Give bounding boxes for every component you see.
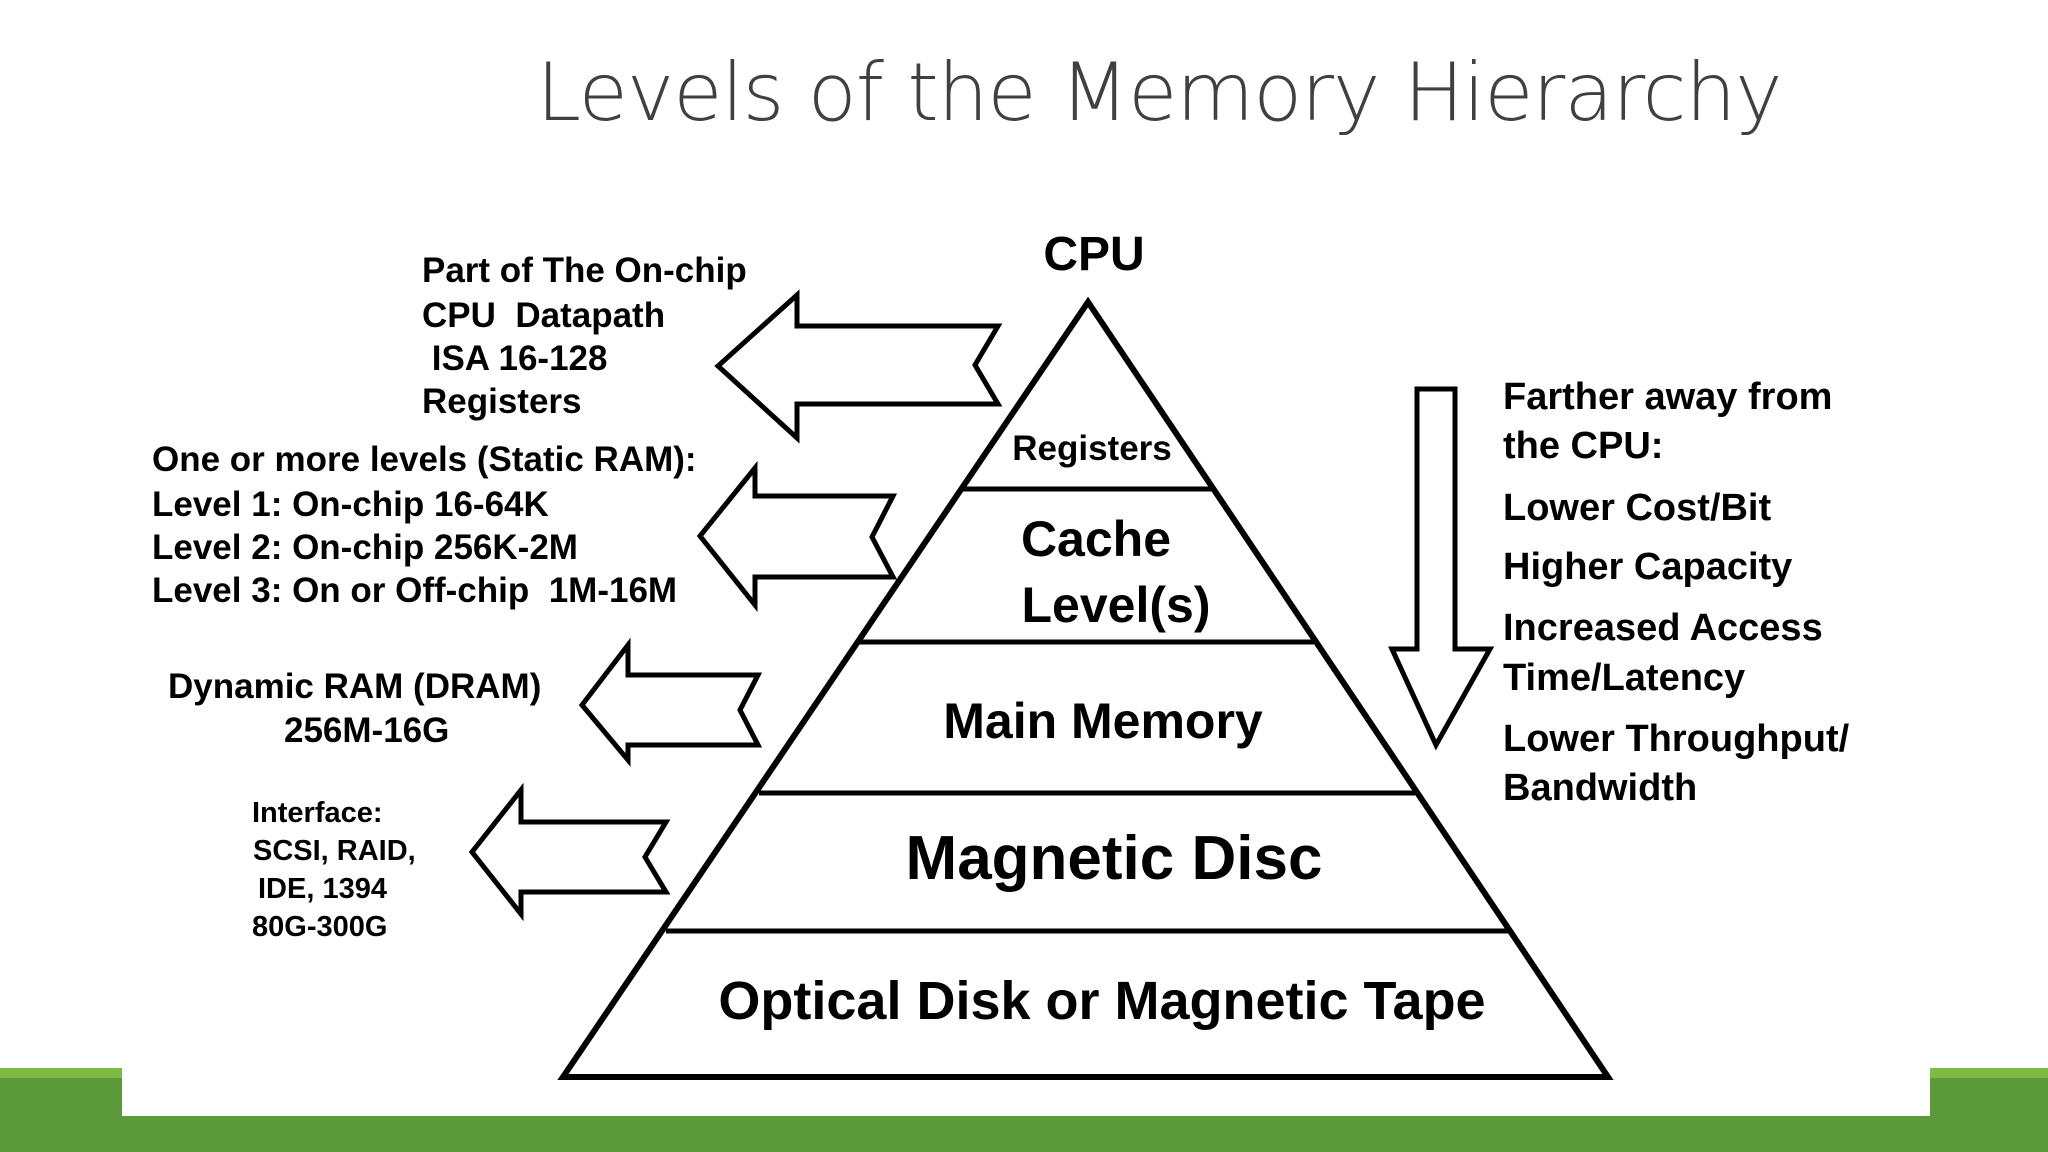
arrow-main-memory [578, 637, 763, 767]
annotation-dram-line2: 256M-16G [284, 711, 449, 750]
down-arrow [1388, 386, 1495, 751]
right-item-access-line2: Time/Latency [1503, 657, 1745, 699]
arrow-cache [696, 460, 898, 613]
footer-accent-right [1930, 1068, 2048, 1078]
arrow-registers [714, 289, 1003, 444]
right-item-throughput-line2: Bandwidth [1503, 767, 1697, 809]
annotation-registers-line4: Registers [422, 382, 582, 421]
annotation-disc-line2: SCSI, RAID, [253, 835, 416, 867]
annotation-cache-line4: Level 3: On or Off-chip 1M-16M [152, 571, 677, 610]
annotation-cache-line1: One or more levels (Static RAM): [152, 440, 697, 479]
level-cache-label-line1: Cache [1021, 511, 1171, 567]
level-registers-label: Registers [1012, 429, 1172, 468]
annotation-registers-line2: CPU Datapath [422, 296, 665, 335]
level-optical-tape-label: Optical Disk or Magnetic Tape [718, 971, 1485, 1031]
annotation-cache-line2: Level 1: On-chip 16-64K [152, 485, 549, 524]
annotation-disc-line1: Interface: [252, 797, 383, 829]
annotation-dram-line1: Dynamic RAM (DRAM) [168, 667, 541, 706]
right-item-access-line1: Increased Access [1503, 607, 1823, 649]
right-heading-line2: the CPU: [1503, 425, 1663, 467]
slide-title: Levels of the Memory Hierarchy [536, 46, 1783, 139]
right-heading-line1: Farther away from [1503, 376, 1832, 418]
right-item-throughput-line1: Lower Throughput/ [1503, 718, 1850, 760]
right-item-capacity: Higher Capacity [1503, 546, 1792, 588]
annotation-disc-line3: IDE, 1394 [258, 873, 387, 905]
arrow-magnetic-disc [468, 782, 671, 922]
pyramid-outline [557, 296, 1614, 1080]
annotation-disc-line4: 80G-300G [252, 911, 387, 943]
annotation-registers-line1: Part of The On-chip [422, 251, 747, 290]
annotation-registers-line3: ISA 16-128 [422, 339, 607, 378]
level-main-memory-label: Main Memory [943, 693, 1263, 749]
level-magnetic-disc-label: Magnetic Disc [906, 824, 1323, 893]
cpu-label: CPU [1043, 228, 1144, 281]
footer-accent-left [0, 1068, 122, 1078]
level-cache-label-line2: Level(s) [1022, 577, 1211, 633]
annotation-cache-line3: Level 2: On-chip 256K-2M [152, 528, 578, 567]
right-item-cost: Lower Cost/Bit [1503, 487, 1771, 529]
